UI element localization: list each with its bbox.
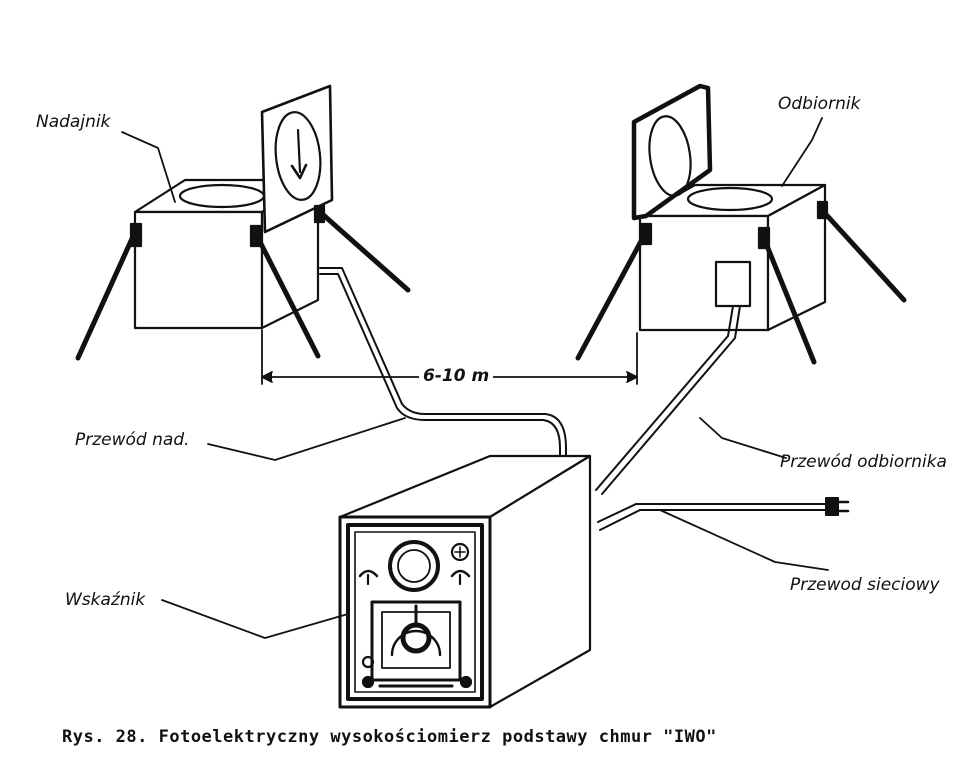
- label-indicator: Wskaźnik: [65, 590, 146, 610]
- label-transmitter-cable: Przewód nad.: [75, 430, 190, 450]
- leader-lines: [121, 117, 829, 639]
- label-distance: 6-10 m: [419, 366, 494, 386]
- label-transmitter: Nadajnik: [36, 112, 111, 132]
- receiver-unit: [575, 83, 907, 365]
- label-receiver-cable: Przewód odbiornika: [780, 452, 947, 472]
- indicator-box: [338, 454, 592, 709]
- transmitter-unit: [75, 84, 411, 361]
- label-receiver: Odbiornik: [778, 94, 861, 114]
- mains-cable: [597, 497, 850, 531]
- receiver-cable: [595, 305, 741, 495]
- figure-caption: Rys. 28. Fotoelektryczny wysokościomierz…: [62, 727, 717, 747]
- label-mains-cable: Przewod sieciowy: [790, 575, 940, 595]
- transmitter-cable: [319, 267, 567, 461]
